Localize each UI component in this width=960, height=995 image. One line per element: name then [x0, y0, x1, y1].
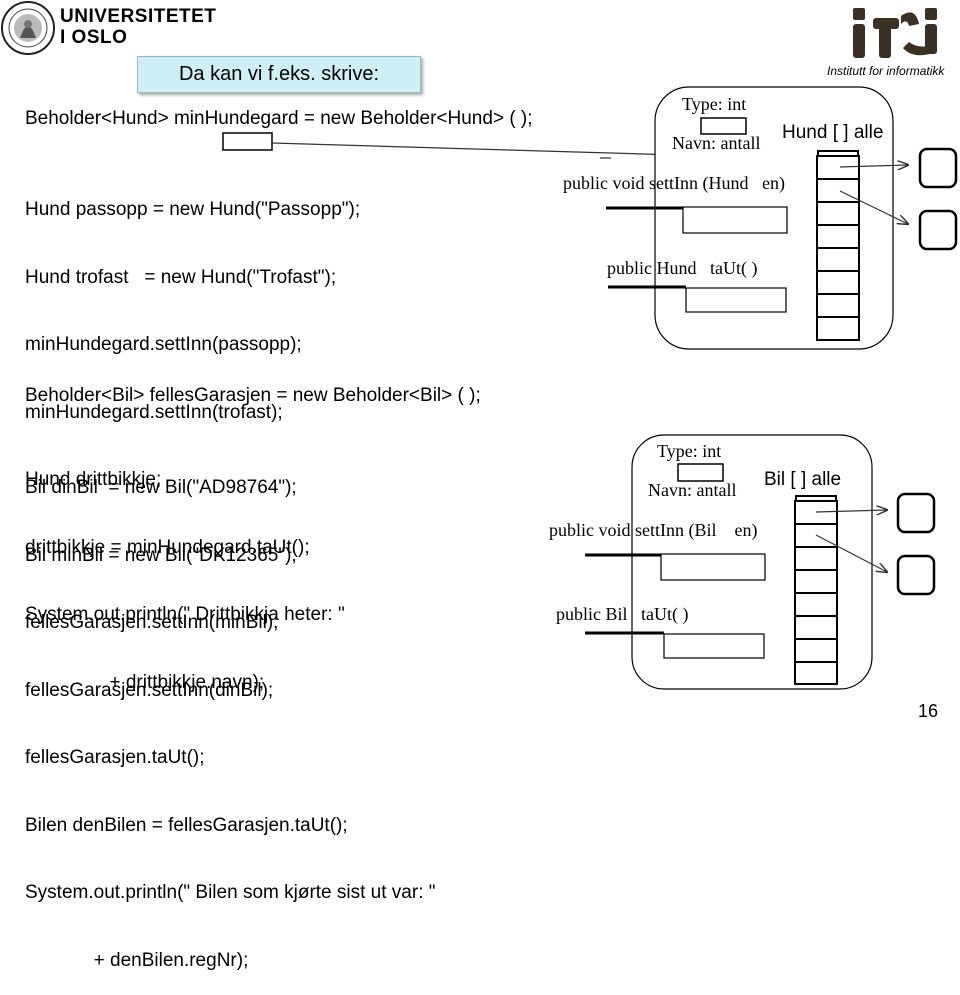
- hund-element-arrow-1: [839, 165, 908, 167]
- bil-taut-signature: public Bil taUt( ): [556, 604, 689, 624]
- code-line: Hund drittbikkje;: [25, 469, 162, 490]
- code-line: System.out.println(" Bilen som kjørte si…: [25, 882, 436, 903]
- hund-reference-box: [222, 132, 273, 151]
- hund-declaration: Beholder<Hund> minHundegard = new Behold…: [25, 108, 533, 129]
- bil-settinn-param-box: [660, 553, 766, 581]
- hund-settinn-param-box: [682, 206, 788, 234]
- bil-declaration: Beholder<Bil> fellesGarasjen = new Behol…: [25, 385, 481, 406]
- code-line: fellesGarasjen.settInn(minBil);: [25, 612, 279, 633]
- bil-array-label: Bil [ ] alle: [764, 469, 842, 490]
- bil-object-1: [896, 492, 936, 534]
- code-line: System.out.println(" Drittbikkja heter: …: [25, 604, 345, 625]
- bil-navn-label: Navn: antall: [648, 480, 737, 500]
- university-line1: UNIVERSITETET: [60, 6, 217, 27]
- bil-settinn-signature: public void settInn (Bil en): [549, 520, 758, 540]
- bil-taut-return-box: [663, 633, 765, 659]
- ifi-subtitle: Institutt for informatikk: [827, 64, 945, 78]
- code-line: Bilen denBilen = fellesGarasjen.taUt();: [25, 814, 348, 836]
- code-line: Hund trofast = new Hund("Trofast");: [25, 266, 337, 288]
- code-line: Bil minBil = new Bil("DK12365");: [25, 544, 297, 566]
- hund-array: [816, 150, 860, 341]
- hund-element-arrow-2: [839, 190, 908, 224]
- hund-type-label: Type: int: [682, 94, 747, 114]
- hund-navn-label: Navn: antall: [672, 133, 761, 153]
- hund-code-block: Hund passopp = new Hund("Passopp"); Hund…: [25, 154, 360, 717]
- code-line: Bil dinBil = new Bil("AD98764");: [25, 477, 297, 498]
- hund-taut-return-box: [685, 287, 787, 313]
- code-line: + denBilen.regNr);: [25, 949, 249, 971]
- code-line: Hund passopp = new Hund("Passopp");: [25, 199, 361, 220]
- code-line: minHundegard.settInn(passopp);: [25, 334, 302, 355]
- code-line: drittbikkje = minHundegard.taUt();: [25, 536, 310, 558]
- hund-reference-arrow: [271, 142, 678, 155]
- hund-settinn-signature: public void settInn (Hund en): [563, 173, 785, 193]
- bil-antall-box: [677, 463, 724, 482]
- code-line: minHundegard.settInn(trofast);: [25, 401, 283, 423]
- code-line: + drittbikkje.navn);: [25, 671, 265, 693]
- hund-object-2: [918, 209, 958, 251]
- uio-seal-logo: [0, 0, 56, 56]
- hund-object-1: [918, 147, 958, 189]
- bil-element-arrow-2: [815, 534, 887, 572]
- hund-antall-box: [700, 117, 747, 135]
- bil-type-label: Type: int: [657, 441, 722, 461]
- university-line2: I OSLO: [60, 27, 128, 48]
- page-number: 16: [917, 701, 938, 721]
- ifi-logo: [843, 4, 948, 62]
- bil-array: [794, 495, 838, 685]
- bil-element-arrow-1: [815, 510, 887, 512]
- bil-object-2: [896, 554, 936, 596]
- university-name: UNIVERSITETET I OSLO: [60, 6, 216, 48]
- code-line: fellesGarasjen.settInn(dinBil);: [25, 679, 274, 701]
- callout-box: Da kan vi f.eks. skrive:: [137, 56, 421, 93]
- code-line: fellesGarasjen.taUt();: [25, 747, 205, 768]
- hund-array-label: Hund [ ] alle: [782, 122, 884, 143]
- hund-taut-signature: public Hund taUt( ): [607, 258, 758, 278]
- object-diagram: [222, 86, 958, 690]
